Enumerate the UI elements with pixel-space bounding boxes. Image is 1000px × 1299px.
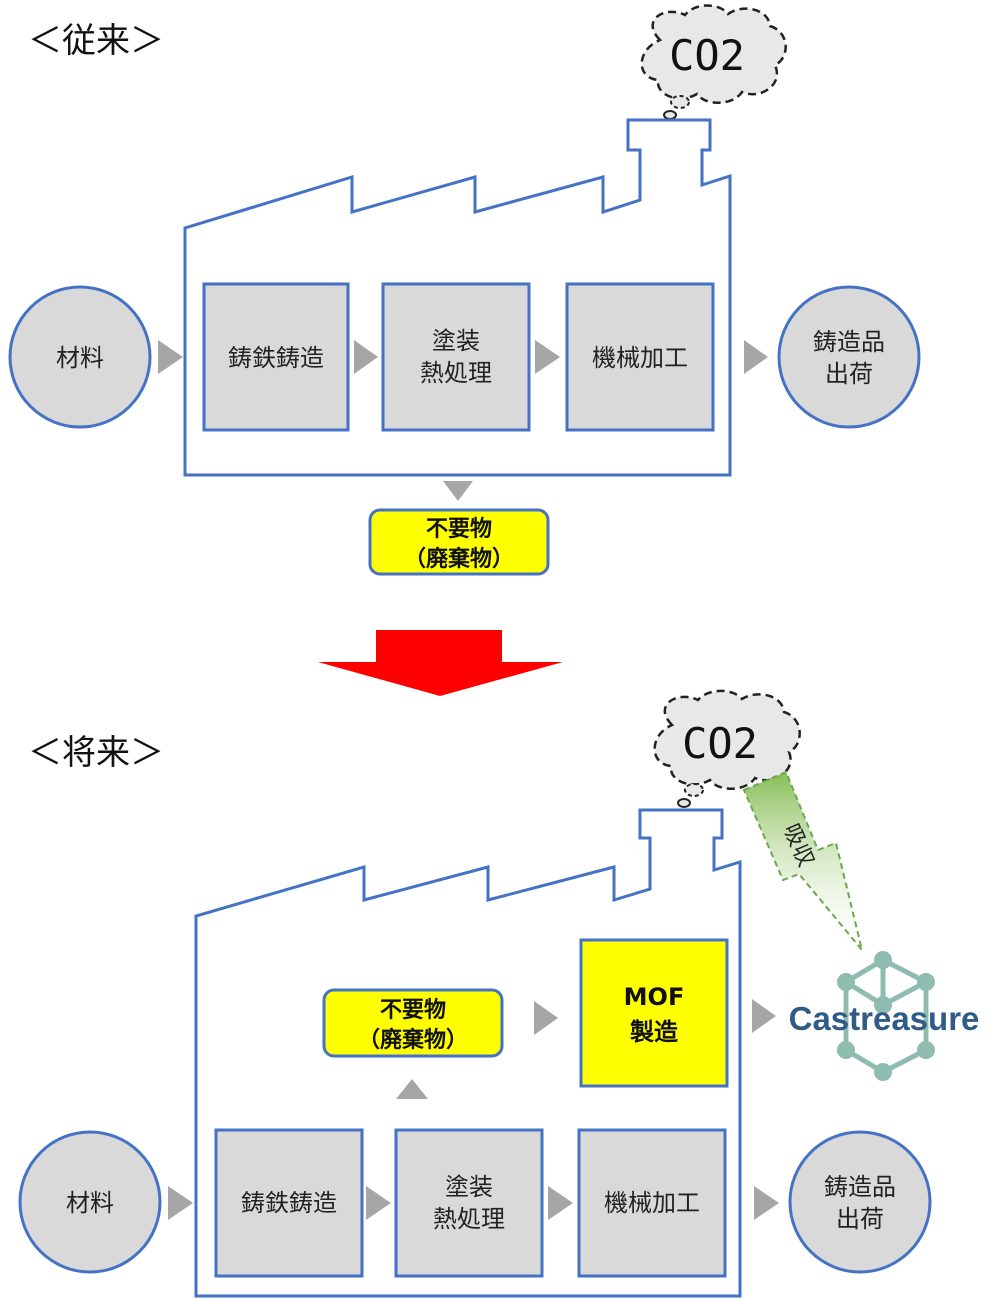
factory-outline-after <box>194 808 742 1298</box>
arrow-down-icon <box>443 481 473 501</box>
arrow-right-icon <box>752 999 776 1033</box>
step-label: 鋳鉄鋳造 <box>241 1189 337 1217</box>
material-label: 材料 <box>56 344 104 372</box>
waste-box-before: 不要物 （廃棄物） <box>368 508 550 576</box>
arrow-right-icon <box>366 1186 391 1220</box>
step-label-line2: 熱処理 <box>433 1205 505 1233</box>
co2-cloud-icon: CO2 <box>653 689 801 808</box>
step-label-line1: 塗装 <box>445 1173 493 1201</box>
section-heading-before: ＜従来＞ <box>28 21 164 61</box>
castreasure-logo: Castreasure <box>789 951 980 1081</box>
arrow-right-icon <box>158 340 183 374</box>
arrow-up-icon <box>396 1079 428 1099</box>
mof-production-box: MOF 製造 <box>579 938 729 1088</box>
step-label: 鋳鉄鋳造 <box>228 344 324 372</box>
absorb-arrow-icon: 吸収 <box>742 770 863 951</box>
transition-arrow-icon <box>318 630 563 696</box>
process-step-casting-before: 鋳鉄鋳造 <box>202 282 350 432</box>
waste-label-line1: 不要物 <box>426 516 492 542</box>
waste-box-after: 不要物 （廃棄物） <box>322 988 504 1058</box>
output-label-line2: 出荷 <box>836 1205 884 1233</box>
arrow-right-icon <box>168 1186 193 1220</box>
section-after: ＜将来＞ CO2 吸収 不要物 （廃棄物） MOF 製造 <box>18 689 980 1298</box>
step-label-line1: 塗装 <box>432 327 480 355</box>
process-step-machining-after: 機械加工 <box>577 1128 727 1278</box>
output-label-line1: 鋳造品 <box>813 328 885 356</box>
arrow-right-icon <box>744 340 768 374</box>
output-label-line1: 鋳造品 <box>824 1173 896 1201</box>
co2-cloud-icon: CO2 <box>640 4 787 120</box>
arrow-right-icon <box>548 1186 573 1220</box>
section-before: ＜従来＞ CO2 材料 鋳鉄鋳造 塗装 熱処理 機械加工 <box>8 4 921 576</box>
mof-label-line1: MOF <box>624 983 685 1011</box>
mof-label-line2: 製造 <box>630 1018 678 1046</box>
process-step-coating-before: 塗装 熱処理 <box>381 282 531 432</box>
arrow-right-icon <box>535 340 560 374</box>
material-input-after: 材料 <box>18 1130 162 1274</box>
material-label: 材料 <box>66 1189 114 1217</box>
waste-label-line1: 不要物 <box>380 997 446 1023</box>
process-step-casting-after: 鋳鉄鋳造 <box>214 1128 364 1278</box>
process-step-coating-after: 塗装 熱処理 <box>394 1128 544 1278</box>
molecule-nodes <box>837 951 935 1081</box>
arrow-right-icon <box>354 340 378 374</box>
section-heading-after: ＜将来＞ <box>28 733 164 773</box>
waste-label-line2: （廃棄物） <box>358 1027 468 1053</box>
co2-label-after: CO2 <box>682 719 758 768</box>
product-output-before: 鋳造品 出荷 <box>777 285 921 429</box>
product-output-after: 鋳造品 出荷 <box>788 1130 932 1274</box>
logo-text: Castreasure <box>789 1000 980 1037</box>
output-label-line2: 出荷 <box>825 360 873 388</box>
arrow-right-icon <box>754 1186 779 1220</box>
step-label: 機械加工 <box>604 1189 700 1217</box>
step-label-line2: 熱処理 <box>420 359 492 387</box>
process-step-machining-before: 機械加工 <box>565 282 715 432</box>
arrow-right-icon <box>534 1001 558 1035</box>
material-input-before: 材料 <box>8 285 152 429</box>
step-label: 機械加工 <box>592 344 688 372</box>
co2-label-before: CO2 <box>669 31 745 80</box>
factory-outline-before <box>183 118 732 477</box>
waste-label-line2: （廃棄物） <box>404 546 514 572</box>
